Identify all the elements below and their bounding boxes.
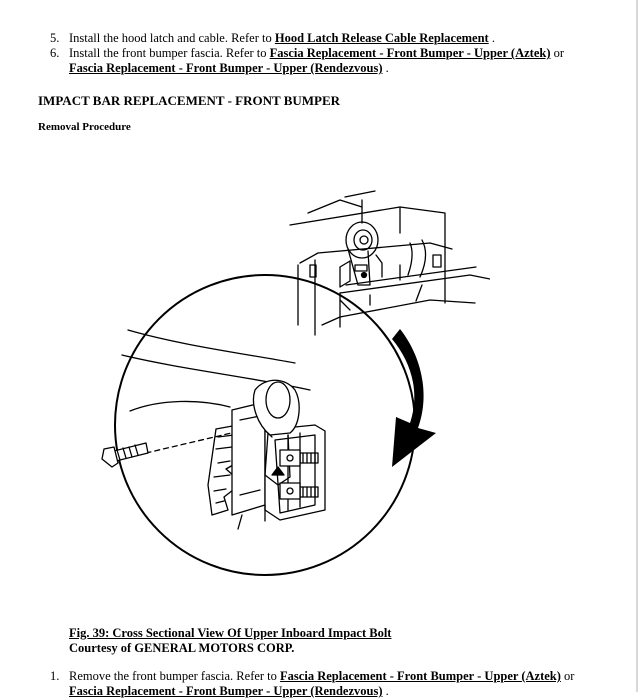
step-number: 5. — [50, 31, 60, 45]
section-heading: IMPACT BAR REPLACEMENT - FRONT BUMPER — [38, 93, 341, 108]
step-text: Install the hood latch and cable. Refer … — [69, 31, 275, 45]
link-fascia-rendezvous[interactable]: Fascia Replacement - Front Bumper - Uppe… — [69, 61, 383, 75]
link-hood-latch-release-cable[interactable]: Hood Latch Release Cable Replacement — [274, 31, 489, 45]
step-connector: or — [560, 669, 575, 683]
step-connector: or — [550, 46, 565, 60]
impact-bar-drawing — [101, 329, 326, 530]
link-fascia-aztek[interactable]: Fascia Replacement - Front Bumper - Uppe… — [269, 46, 551, 60]
link-fascia-aztek[interactable]: Fascia Replacement - Front Bumper - Uppe… — [280, 669, 561, 683]
list-item: 1. Remove the front bumper fascia. Refer… — [50, 669, 610, 699]
step-tail: . — [488, 31, 495, 45]
impact-bolt-illustration — [101, 190, 490, 576]
step-number: 6. — [50, 46, 60, 60]
figure-caption: Fig. 39: Cross Sectional View Of Upper I… — [69, 626, 391, 656]
page-edge-rule — [636, 0, 638, 692]
step-number: 1. — [50, 669, 60, 683]
vehicle-context-drawing — [289, 190, 490, 336]
install-steps-list: 5. Install the hood latch and cable. Ref… — [50, 31, 610, 76]
list-item: 6. Install the front bumper fascia. Refe… — [50, 46, 610, 76]
step-text: Install the front bumper fascia. Refer t… — [69, 46, 270, 60]
step-tail: . — [382, 684, 389, 698]
step-text: Remove the front bumper fascia. Refer to — [69, 669, 281, 683]
list-item: 5. Install the hood latch and cable. Ref… — [50, 31, 610, 46]
figure-credit: Courtesy of GENERAL MOTORS CORP. — [69, 641, 295, 655]
figure-caption-title: Fig. 39: Cross Sectional View Of Upper I… — [69, 626, 392, 640]
removal-steps-list: 1. Remove the front bumper fascia. Refer… — [50, 669, 610, 699]
section-subheading: Removal Procedure — [38, 121, 131, 133]
curved-arrow-icon — [392, 329, 436, 467]
impact-bolt-drawing — [101, 442, 149, 468]
link-fascia-rendezvous[interactable]: Fascia Replacement - Front Bumper - Uppe… — [69, 684, 383, 698]
step-tail: . — [382, 61, 389, 75]
